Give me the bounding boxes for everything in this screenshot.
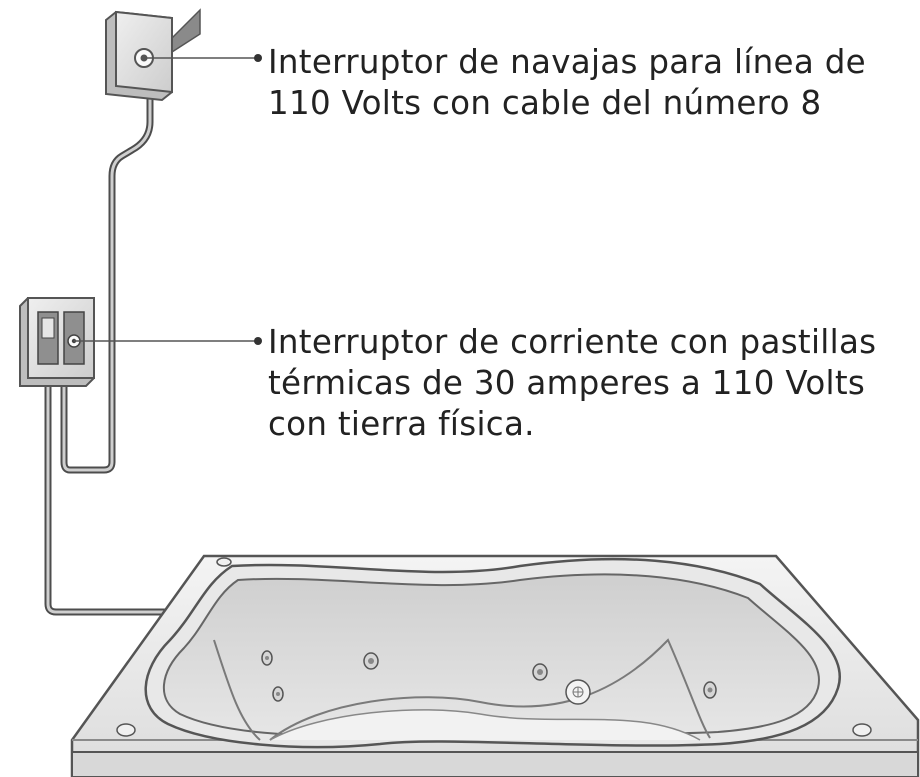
- knife-switch-icon: [105, 8, 201, 102]
- knife-switch-label-line: 110 Volts con cable del número 8: [268, 84, 822, 122]
- leader-line-2: [74, 337, 262, 345]
- drain-icon: [565, 679, 591, 705]
- breaker-label: Interruptor de corriente con pastillas t…: [268, 322, 876, 445]
- breaker-box-icon: [19, 297, 95, 387]
- knife-switch-label: Interruptor de navajas para línea de 110…: [268, 42, 866, 124]
- breaker-label-line: Interruptor de corriente con pastillas: [268, 323, 877, 361]
- breaker-label-line: con tierra física.: [268, 405, 535, 443]
- breaker-label-line: térmicas de 30 amperes a 110 Volts: [268, 364, 866, 402]
- leader-line-1: [144, 54, 262, 62]
- deck-fitting-icon: [116, 557, 872, 737]
- knife-switch-label-line: Interruptor de navajas para línea de: [268, 43, 866, 81]
- whirlpool-tub-icon: [70, 554, 920, 777]
